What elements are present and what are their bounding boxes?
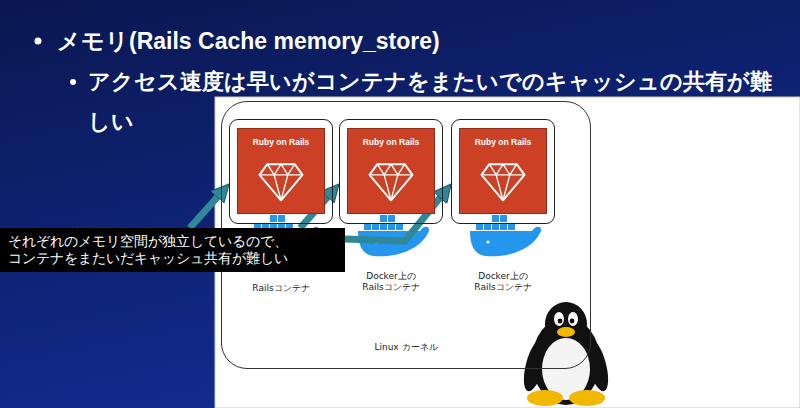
box-label: Docker上の Railsコンテナ <box>359 271 423 293</box>
pointer-arrow <box>190 196 219 228</box>
bullet-text: アクセス速度は早いがコンテナをまたいでのキャッシュの共有が難しい <box>88 62 788 142</box>
logo-text: Ruby on Rails <box>460 129 546 147</box>
rails-logo: Ruby on Rails <box>237 128 325 214</box>
callout-box: それぞれのメモリ空間が独立しているので、 コンテナをまたいだキャッシュ共有が難し… <box>0 228 345 272</box>
bullet <box>35 38 42 45</box>
rails-logo: Ruby on Rails <box>347 128 435 214</box>
container-box: Docker上の RailsコンテナRuby on Rails <box>339 119 443 224</box>
container-box: Docker上の RailsコンテナRuby on Rails <box>451 119 555 224</box>
tux-penguin <box>519 302 612 406</box>
box-label: Linux カーネル <box>222 342 590 353</box>
container-box: RailsコンテナRuby on Rails <box>229 119 333 224</box>
logo-text: Ruby on Rails <box>348 129 434 147</box>
bullet <box>70 79 76 85</box>
box-label: Docker上の Railsコンテナ <box>471 271 535 293</box>
callout-text: それぞれのメモリ空間が独立しているので、 コンテナをまたいだキャッシュ共有が難し… <box>8 233 290 267</box>
logo-text: Ruby on Rails <box>238 129 324 147</box>
box-label: Railsコンテナ <box>239 283 323 294</box>
docker-whale <box>470 215 541 256</box>
rails-logo: Ruby on Rails <box>459 128 547 214</box>
slide-title: メモリ(Rails Cache memory_store) <box>57 26 440 56</box>
